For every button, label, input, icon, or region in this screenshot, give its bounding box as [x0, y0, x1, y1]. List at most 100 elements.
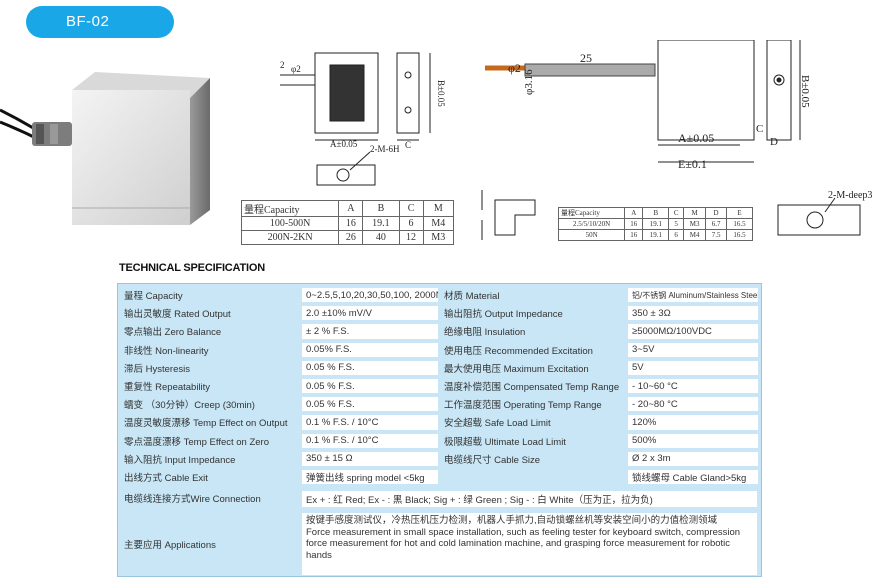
- spec-label: 零点温度漂移 Temp Effect on Zero: [124, 436, 270, 448]
- spec-label: 使用电压 Recommended Excitation: [444, 345, 593, 357]
- hole-callout-right: 2-M-deep3: [828, 190, 872, 201]
- table-cell: 50N: [557, 229, 626, 241]
- spec-label: 蠕变 （30分钟）Creep (30min): [124, 400, 255, 412]
- table-row: 100-500N 16 19.1 6 M4: [240, 216, 455, 231]
- spec-row: 非线性 Non-linearity 0.05% F.S. 使用电压 Recommen…: [118, 341, 761, 359]
- table-cell: M4: [682, 229, 707, 241]
- spec-value: 500%: [628, 433, 758, 448]
- table-header: M: [682, 207, 707, 219]
- table-cell: 26: [338, 230, 364, 245]
- spec-value: 0.05 % F.S.: [302, 360, 438, 375]
- spec-label: 电缆线尺寸 Cable Size: [444, 454, 541, 466]
- spec-label: 工作温度范围 Operating Temp Range: [444, 400, 602, 412]
- spec-value: 铝/不锈钢 Aluminum/Stainless Steel: [628, 288, 758, 303]
- spec-value: 0.05 % F.S.: [302, 379, 438, 394]
- spec-value: 0.05% F.S.: [302, 342, 438, 357]
- spec-label: 温度补偿范围 Compensated Temp Range: [444, 382, 620, 394]
- table-header-row: 量程Capacity A B C M: [240, 200, 455, 217]
- spec-value: 3~5V: [628, 342, 758, 357]
- spec-value: 锁线螺母 Cable Gland>5kg: [628, 470, 758, 485]
- spec-value: ≥5000MΩ/100VDC: [628, 324, 758, 339]
- spec-label: 绝缘电阻 Insulation: [444, 327, 526, 339]
- spec-value: 2.0 ±10% mV/V: [302, 306, 438, 321]
- dim-cable-length: 25: [580, 51, 592, 65]
- applications-value: 按键手感度测试仪，冷热压机压力检测，机器人手抓力,自动锁螺丝机等安装空间小的力值…: [302, 513, 757, 575]
- dim-b-left: B±0.05: [436, 80, 446, 107]
- spec-row: 零点温度漂移 Temp Effect on Zero 0.1 % F.S. / 1…: [118, 432, 761, 450]
- hole-callout-left: 2-M-6H: [370, 144, 400, 154]
- spec-value: 5V: [628, 360, 758, 375]
- spec-title: TECHNICAL SPECIFICATION: [119, 262, 265, 274]
- wire-connection-value: Ex + : 红 Red; Ex - : 黑 Black; Sig + : 绿 …: [302, 491, 757, 507]
- spec-label: 非线性 Non-linearity: [124, 345, 209, 357]
- table-cell: 40: [362, 230, 400, 245]
- applications-label: 主要应用 Applications: [124, 540, 216, 551]
- spec-label: [438, 468, 628, 486]
- table-cell: 7.5: [705, 229, 727, 241]
- table-cell: M3: [422, 230, 455, 245]
- table-cell: 2.5/5/10/20N: [557, 218, 626, 230]
- spec-value: 0~2.5,5,10,20,30,50,100, 2000N: [302, 288, 438, 303]
- table-cell: 6: [668, 229, 684, 241]
- spec-row: 零点输出 Zero Balance ± 2 % F.S. 绝缘电阻 Insulati…: [118, 322, 761, 340]
- spec-value: - 10~60 °C: [628, 379, 758, 394]
- capacity-table-mini: 量程Capacity A B C M D E 2.5/5/10/20N 16 1…: [557, 207, 754, 241]
- dim-phi2-right: φ2: [508, 61, 521, 75]
- spec-value: 350 ± 3Ω: [628, 306, 758, 321]
- product-photo: [0, 72, 210, 225]
- dim-2: 2: [280, 60, 285, 70]
- wire-connection-label: 电缆线连接方式Wire Connection: [124, 494, 261, 505]
- spec-table: 电缆线连接方式Wire Connection Ex + : 红 Red; Ex …: [117, 283, 762, 577]
- dim-c-right: C: [756, 123, 763, 135]
- table-cell: M3: [682, 218, 707, 230]
- spec-label: 零点输出 Zero Balance: [124, 327, 222, 339]
- spec-value: 弹簧出线 spring model <5kg: [302, 470, 438, 485]
- dim-e-right: E±0.1: [678, 157, 707, 171]
- dim-phi316: φ3.16: [523, 69, 535, 95]
- table-cell: 100-500N: [240, 216, 340, 231]
- technical-drawings: A±0.05 2 φ2 C B±0.05 2-M-6H φ2 25 φ3.16 …: [280, 40, 872, 240]
- table-row: 2.5/5/10/20N 16 19.1 5 M3 6.7 16.5: [557, 218, 754, 230]
- spec-value: 0.1 % F.S. / 10°C: [302, 433, 438, 448]
- table-cell: 19.1: [362, 216, 400, 231]
- table-cell: 6.7: [705, 218, 727, 230]
- table-header: D: [705, 207, 727, 219]
- spec-row: 量程 Capacity 0~2.5,5,10,20,30,50,100, 2000…: [118, 286, 761, 304]
- dim-c-left: C: [405, 140, 411, 150]
- applications-line: force measurement for hot and cold lamin…: [306, 538, 731, 561]
- table-cell: 16: [624, 229, 644, 241]
- table-cell: 19.1: [642, 229, 670, 241]
- table-header: B: [362, 200, 400, 217]
- spec-row: 输入阻抗 Input Impedance 350 ± 15 Ω 电缆线尺寸 Cabl…: [118, 450, 761, 468]
- model-badge: BF-02: [26, 6, 174, 38]
- table-cell: 6: [398, 216, 424, 231]
- table-cell: 12: [398, 230, 424, 245]
- table-header-row: 量程Capacity A B C M D E: [557, 207, 754, 219]
- spec-label: 滞后 Hysteresis: [124, 363, 190, 375]
- table-cell: 16: [338, 216, 364, 231]
- table-header: 量程Capacity: [240, 200, 340, 217]
- table-cell: 16.5: [725, 229, 754, 241]
- table-cell: 5: [668, 218, 684, 230]
- table-header: C: [398, 200, 424, 217]
- spec-row: 蠕变 （30分钟）Creep (30min)0.05 % F.S.工作温度范围 …: [118, 395, 761, 413]
- dim-b-right: B±0.05: [799, 75, 811, 108]
- table-row: 50N 16 19.1 6 M4 7.5 16.5: [557, 229, 754, 241]
- table-header: C: [668, 207, 684, 219]
- spec-value: 0.1 % F.S. / 10°C: [302, 415, 438, 430]
- spec-label: 材质 Material: [444, 291, 500, 303]
- spec-label: 量程 Capacity: [124, 291, 183, 303]
- table-header: A: [624, 207, 644, 219]
- dim-phi2-left: φ2: [291, 64, 301, 74]
- spec-value: ± 2 % F.S.: [302, 324, 438, 339]
- dim-a-left: A±0.05: [330, 139, 358, 149]
- spec-label: 出线方式 Cable Exit: [124, 473, 208, 485]
- spec-value: 350 ± 15 Ω: [302, 451, 438, 466]
- spec-label: 输入阻抗 Input Impedance: [124, 454, 236, 466]
- spec-label: 安全超载 Safe Load Limit: [444, 418, 551, 430]
- spec-label: 极限超载 Ultimate Load Limit: [444, 436, 566, 448]
